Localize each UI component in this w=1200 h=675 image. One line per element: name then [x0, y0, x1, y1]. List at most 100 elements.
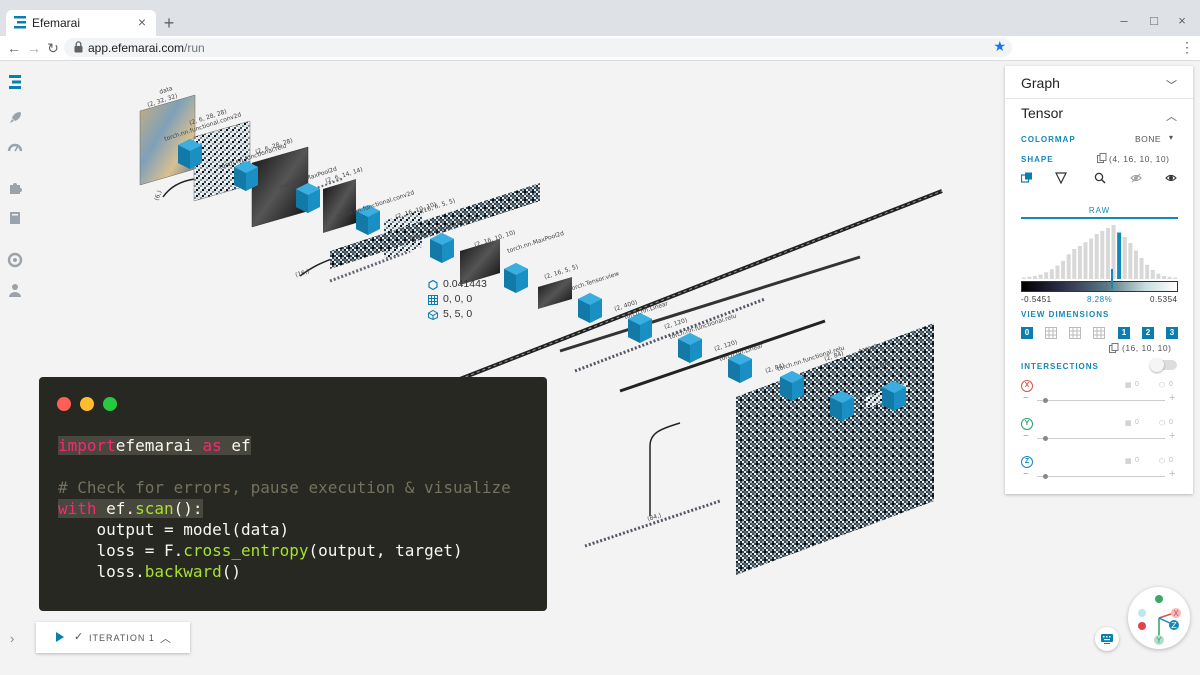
histogram-bar[interactable] — [1100, 231, 1105, 279]
dashboard-icon[interactable] — [7, 140, 23, 156]
histogram-bar[interactable] — [1139, 258, 1144, 279]
histogram-bar[interactable] — [1111, 225, 1116, 279]
grid-dimension-icon[interactable] — [1069, 327, 1081, 339]
histogram-bar[interactable] — [1038, 274, 1043, 280]
new-tab-icon[interactable]: + — [163, 13, 175, 33]
op-node[interactable] — [678, 333, 702, 363]
axis-slider-knob[interactable] — [1043, 474, 1048, 479]
conv2-weights[interactable] — [330, 183, 540, 269]
slider-plus-button[interactable]: + — [1169, 430, 1176, 442]
book-icon[interactable] — [7, 210, 23, 226]
browser-tab[interactable]: Efemarai × — [6, 10, 156, 36]
histogram-bar[interactable] — [1117, 232, 1122, 280]
histogram-bar[interactable] — [1044, 272, 1049, 279]
view-dimension-chip[interactable]: 2 — [1142, 327, 1154, 339]
slider-minus-button[interactable]: − — [1023, 469, 1029, 480]
tensor-section-title[interactable]: Tensor — [1021, 105, 1064, 121]
keyboard-shortcuts-button[interactable] — [1095, 627, 1119, 651]
histogram-bar[interactable] — [1150, 270, 1155, 279]
intersections-toggle[interactable] — [1150, 358, 1177, 372]
op-node[interactable] — [830, 391, 854, 421]
histogram-bar[interactable] — [1167, 276, 1172, 279]
grid-dimension-icon[interactable] — [1045, 327, 1057, 339]
op-node[interactable] — [356, 205, 380, 235]
puzzle-icon[interactable] — [7, 180, 23, 196]
view-dimension-chip[interactable]: 0 — [1021, 327, 1033, 339]
tab-close-icon[interactable]: × — [137, 14, 147, 30]
axis-slider-knob[interactable] — [1043, 398, 1048, 403]
user-icon[interactable] — [7, 282, 23, 298]
axis-slider[interactable] — [1037, 476, 1165, 477]
chevron-up-icon[interactable]: ︿ — [160, 633, 172, 645]
op-node[interactable] — [578, 293, 602, 323]
address-bar[interactable]: app.efemarai.com/run ★ — [64, 38, 1012, 57]
histogram-bar[interactable] — [1128, 243, 1133, 279]
axis-slider[interactable] — [1037, 438, 1165, 439]
histogram-bar[interactable] — [1156, 273, 1161, 279]
histogram-bar[interactable] — [1133, 250, 1138, 280]
chevron-up-icon[interactable]: ︿ — [1166, 111, 1177, 123]
histogram-bar[interactable] — [1061, 261, 1066, 279]
slider-plus-button[interactable]: + — [1169, 468, 1176, 480]
forward-icon[interactable]: → — [27, 40, 41, 56]
op-node[interactable] — [234, 161, 258, 191]
view-dimension-chip[interactable]: 3 — [1166, 327, 1178, 339]
view-dimension-chip[interactable]: 1 — [1118, 327, 1130, 339]
chevron-down-icon[interactable]: ﹀ — [1166, 80, 1177, 92]
histogram-bar[interactable] — [1072, 249, 1077, 279]
raw-tab[interactable]: RAW — [1088, 206, 1111, 215]
expand-sidebar-chevron-icon[interactable]: › — [10, 631, 15, 646]
eye-off-icon[interactable] — [1130, 172, 1142, 184]
op-node[interactable] — [728, 353, 752, 383]
weight-rod[interactable] — [559, 255, 861, 353]
histogram-bar[interactable] — [1033, 276, 1038, 279]
value-histogram[interactable] — [1021, 221, 1178, 279]
weight-rod[interactable] — [574, 297, 766, 373]
weight-rod[interactable] — [619, 319, 826, 393]
colormap-bar[interactable] — [1021, 281, 1178, 292]
reload-icon[interactable]: ↻ — [47, 40, 59, 56]
tensor-graph-viewport[interactable]: data (2, 32, 32) torch.nn.functional.con… — [30, 61, 1200, 675]
axis-slider[interactable] — [1037, 400, 1165, 401]
op-node[interactable] — [430, 233, 454, 263]
histogram-bar[interactable] — [1173, 277, 1178, 280]
histogram-bar[interactable] — [1077, 246, 1082, 279]
colormap-select[interactable]: BONE — [1135, 134, 1162, 144]
copy-icon[interactable] — [1097, 153, 1107, 163]
axis-orientation-gizmo[interactable]: X Z Y — [1128, 587, 1190, 649]
histogram-bar[interactable] — [1161, 276, 1166, 279]
minimize-icon[interactable]: – — [1120, 13, 1128, 28]
layers-icon[interactable] — [1021, 172, 1033, 184]
axis-slider-knob[interactable] — [1043, 436, 1048, 441]
op-node[interactable] — [178, 139, 202, 169]
histogram-bar[interactable] — [1145, 264, 1150, 279]
slider-minus-button[interactable]: − — [1023, 431, 1029, 442]
copy-icon[interactable] — [1109, 343, 1119, 353]
pool1-plate[interactable] — [323, 179, 356, 233]
efemarai-logo-icon[interactable] — [7, 74, 23, 90]
histogram-bar[interactable] — [1049, 269, 1054, 279]
histogram-bar[interactable] — [1055, 265, 1060, 280]
maximize-icon[interactable]: □ — [1150, 13, 1158, 28]
play-icon[interactable] — [56, 632, 64, 642]
slider-minus-button[interactable]: − — [1023, 393, 1029, 404]
op-node[interactable] — [628, 313, 652, 343]
close-window-icon[interactable]: × — [1178, 13, 1186, 28]
histogram-bar[interactable] — [1021, 277, 1026, 280]
op-node[interactable] — [780, 371, 804, 401]
histogram-bar[interactable] — [1083, 242, 1088, 279]
gizmo-y-icon[interactable] — [1154, 635, 1164, 645]
back-icon[interactable]: ← — [7, 40, 21, 56]
bookmark-star-icon[interactable]: ★ — [993, 38, 1006, 54]
histogram-bar[interactable] — [1122, 237, 1127, 279]
output-tensor-plate[interactable] — [736, 323, 934, 575]
gizmo-z-icon[interactable] — [1169, 620, 1179, 630]
op-node[interactable] — [882, 381, 906, 411]
slider-plus-button[interactable]: + — [1169, 392, 1176, 404]
op-node[interactable] — [296, 183, 320, 213]
search-icon[interactable] — [1094, 172, 1106, 184]
grid-dimension-icon[interactable] — [1093, 327, 1105, 339]
support-icon[interactable] — [7, 252, 23, 268]
op-node[interactable] — [504, 263, 528, 293]
bias-rod[interactable] — [584, 499, 721, 548]
